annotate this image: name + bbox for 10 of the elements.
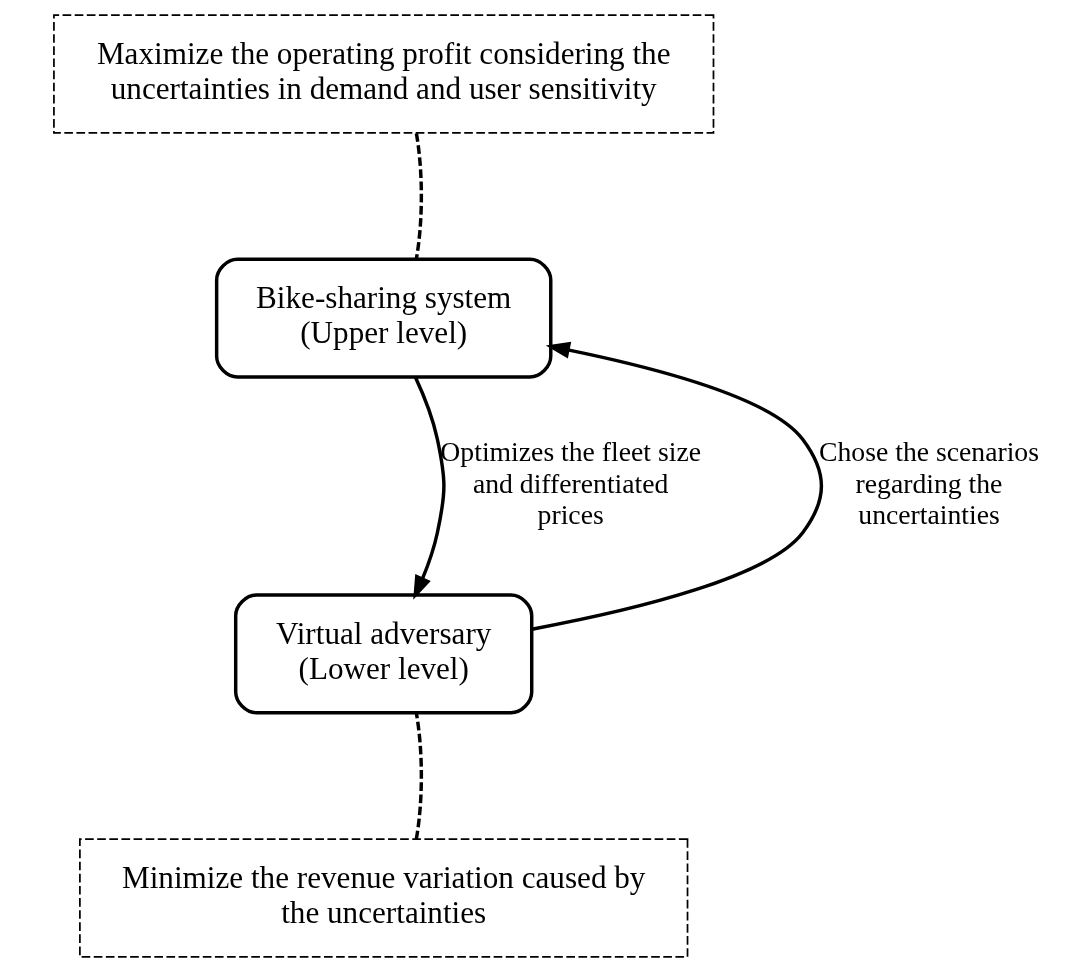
- node-box: Minimize the revenue variation caused by the uncertainties: [78, 838, 688, 958]
- edge-label: Chose the scenarios regarding the uncertainties: [818, 436, 1039, 530]
- node-box: Maximize the operating profit considering the uncertainties in demand and user sensitivity: [52, 14, 714, 134]
- node-box: Virtual adversary (Lower level): [233, 593, 533, 715]
- arrow: [412, 376, 446, 600]
- edge-label: Optimizes the fleet size and differentiated prices: [439, 436, 701, 530]
- node-box: Bike-sharing system (Upper level): [214, 257, 552, 379]
- arrow: [531, 341, 823, 631]
- connector: [414, 133, 423, 260]
- connector: [414, 713, 423, 840]
